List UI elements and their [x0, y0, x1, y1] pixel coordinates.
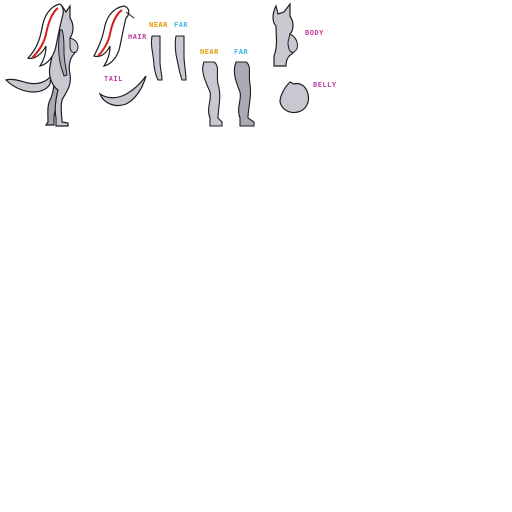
- belly-label: BELLY: [313, 81, 337, 89]
- hair-strand: [125, 11, 135, 19]
- tail-label: TAIL: [104, 75, 123, 83]
- hair-label: HAIR: [128, 33, 147, 41]
- near-leg-sprite: [202, 61, 223, 127]
- assembled-hair-stripe: [31, 7, 59, 59]
- leg-near-label: NEAR: [200, 48, 219, 56]
- body-chest: [287, 33, 298, 53]
- assembled-chest: [69, 37, 79, 53]
- assembled-character-sprite: [4, 3, 79, 127]
- assembled-tail: [4, 74, 52, 93]
- hair-sprite: [93, 5, 135, 67]
- body-label: BODY: [305, 29, 324, 37]
- hair-shape: [93, 5, 130, 67]
- far-arm-sprite: [174, 35, 187, 81]
- arm-near-label: NEAR: [149, 21, 168, 29]
- far-leg-sprite: [233, 61, 255, 127]
- near-arm-sprite: [150, 35, 163, 81]
- leg-far-label: FAR: [234, 48, 249, 56]
- tail-sprite: [98, 75, 147, 107]
- belly-sprite: [279, 81, 310, 114]
- assembled-near-arm: [58, 29, 68, 77]
- hair-stripe: [97, 9, 123, 57]
- arm-far-label: FAR: [174, 21, 189, 29]
